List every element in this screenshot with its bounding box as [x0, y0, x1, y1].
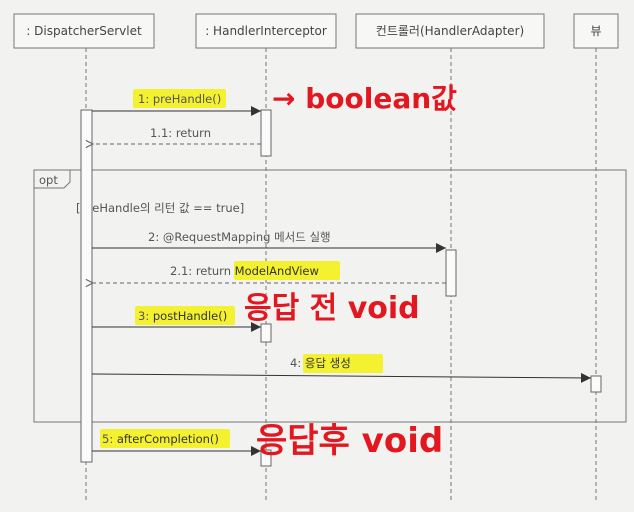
activation-interceptor-3	[260, 449, 272, 467]
activation-controller	[445, 249, 457, 297]
message-1-1: 1.1: return	[93, 126, 261, 144]
message-2-1: 2.1: return ModelAndView	[93, 264, 446, 283]
participant-label: : DispatcherServlet	[26, 24, 142, 38]
message-4: 4: 응답 생성	[91, 356, 592, 383]
message-label: 3: postHandle()	[138, 309, 227, 323]
annotation-boolean: → boolean값	[272, 82, 457, 115]
participant-handler-interceptor: : HandlerInterceptor	[195, 13, 337, 49]
highlight-prehandle	[133, 89, 226, 108]
annotation-before-response: 응답 전 void	[244, 291, 420, 326]
participant-controller: 컨트롤러(HandlerAdapter)	[355, 13, 545, 49]
message-3: 3: postHandle()	[92, 309, 261, 332]
message-1: 1: preHandle()	[92, 92, 261, 116]
highlight-modelandview	[234, 261, 340, 280]
annotation-after-response: 응답후 void	[256, 421, 443, 461]
fragment-guard: [preHandle의 리턴 값 == true]	[76, 201, 244, 215]
highlight-response-create	[303, 354, 383, 373]
highlight-posthandle	[135, 306, 235, 325]
message-label: 1: preHandle()	[138, 92, 221, 106]
message-5: 5: afterCompletion()	[92, 432, 261, 456]
activation-view	[590, 375, 602, 393]
opt-fragment: opt [preHandle의 리턴 값 == true]	[33, 169, 627, 423]
message-2: 2: @RequestMapping 메서드 실행	[92, 230, 446, 253]
highlight-aftercompletion	[100, 429, 230, 448]
fragment-operator: opt	[39, 173, 58, 187]
participant-dispatcher-servlet: : DispatcherServlet	[13, 13, 155, 49]
activation-bars	[80, 109, 602, 467]
participant-label: 컨트롤러(HandlerAdapter)	[376, 24, 524, 38]
message-label: 2: @RequestMapping 메서드 실행	[148, 230, 331, 244]
message-label: 1.1: return	[150, 126, 211, 140]
participant-label: 뷰	[590, 24, 601, 38]
message-label: 2.1: return ModelAndView	[170, 264, 319, 278]
participant-label: : HandlerInterceptor	[205, 24, 327, 38]
highlights	[100, 89, 383, 448]
participant-view: 뷰	[573, 13, 619, 49]
activation-interceptor-2	[260, 323, 272, 343]
message-label: 5: afterCompletion()	[102, 432, 219, 446]
activation-dispatcher	[80, 109, 93, 463]
message-label: 4: 응답 생성	[290, 356, 351, 370]
activation-interceptor-1	[260, 109, 272, 157]
